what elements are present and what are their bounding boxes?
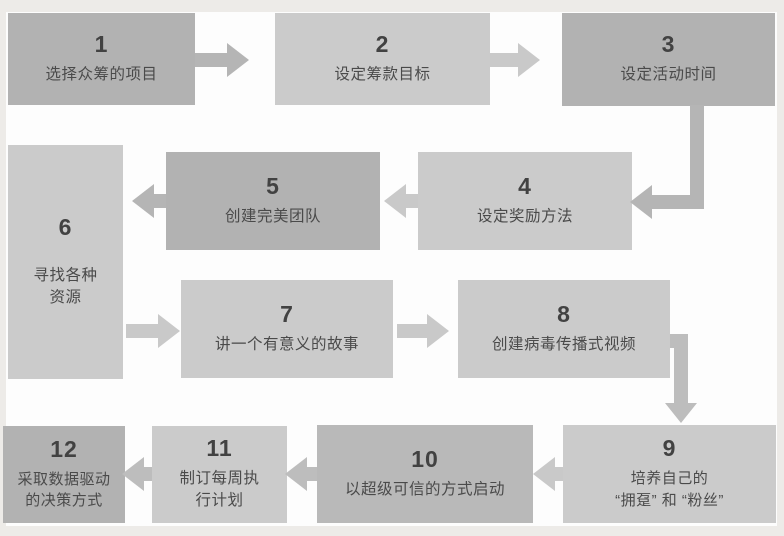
step-box-6: 6 寻找各种 资源 [8, 145, 123, 379]
step-number: 10 [411, 445, 439, 472]
step-number: 11 [206, 435, 233, 461]
step-box-9: 9 培养自己的 “拥趸” 和 “粉丝” [563, 425, 776, 523]
step-number: 2 [375, 30, 390, 57]
step-label: 创建病毒传播式视频 [491, 335, 636, 353]
step-label: 培养自己的 “拥趸” 和 “粉丝” [615, 470, 724, 509]
step-box-10: 10 以超级可信的方式启动 [317, 425, 533, 523]
step-box-11: 11 制订每周执 行计划 [152, 426, 287, 523]
step-box-4: 4 设定奖励方法 [418, 152, 632, 250]
step-number: 8 [557, 300, 571, 327]
step-label: 设定筹款目标 [334, 65, 431, 83]
step-label: 选择众筹的项目 [45, 65, 158, 83]
step-label: 创建完美团队 [224, 207, 321, 225]
step-box-8: 8 创建病毒传播式视频 [458, 280, 670, 378]
step-box-5: 5 创建完美团队 [166, 152, 380, 250]
step-label: 设定奖励方法 [476, 207, 573, 225]
step-box-7: 7 讲一个有意义的故事 [181, 280, 393, 378]
step-label: 以超级可信的方式启动 [344, 480, 505, 498]
step-box-3: 3 设定活动时间 [562, 13, 775, 106]
step-number: 5 [266, 172, 280, 199]
step-label: 寻找各种 资源 [33, 266, 98, 306]
step-label: 讲一个有意义的故事 [214, 335, 359, 353]
step-number: 12 [50, 435, 78, 462]
step-number: 1 [94, 30, 109, 57]
step-label: 制订每周执 行计划 [179, 470, 260, 509]
step-number: 3 [661, 31, 676, 57]
step-box-2: 2 设定筹款目标 [275, 13, 490, 105]
step-number: 7 [280, 300, 294, 327]
step-number: 4 [518, 172, 532, 199]
step-number: 9 [662, 435, 677, 462]
step-label: 采取数据驱动 的决策方式 [17, 470, 111, 509]
step-number: 6 [58, 213, 73, 240]
step-label: 设定活动时间 [620, 66, 717, 83]
step-box-1: 1 选择众筹的项目 [8, 13, 195, 105]
step-box-12: 12 采取数据驱动 的决策方式 [3, 426, 125, 523]
